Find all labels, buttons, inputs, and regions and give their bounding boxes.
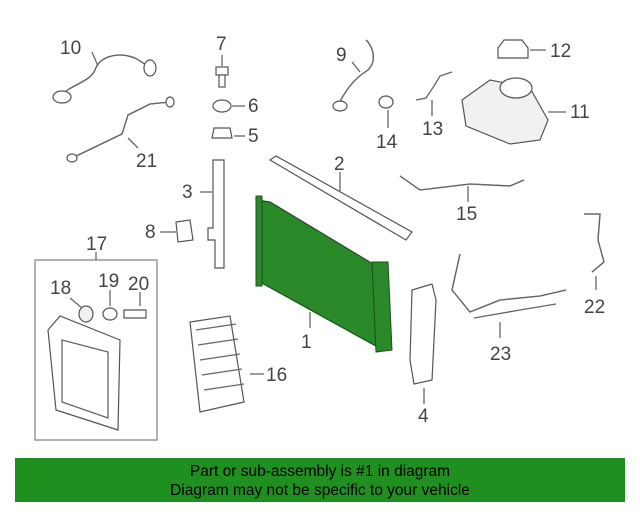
parts-diagram: 1 2 3 4 5 6 7 8 9 10 11 12 13 14 15 16 1…: [34, 34, 605, 441]
callout-7: 7: [216, 34, 227, 55]
hose-15: [399, 175, 525, 202]
hose-22: [584, 213, 605, 290]
radiator-highlighted: [255, 195, 393, 353]
seal-strip: [268, 155, 413, 241]
callout-12: 12: [550, 41, 571, 62]
callout-16: 16: [266, 365, 287, 386]
vent-hose: [415, 71, 453, 116]
banner-line-1: Part or sub-assembly is #1 in diagram: [189, 463, 451, 480]
group-box: [34, 252, 158, 441]
callout-22: 22: [584, 297, 605, 318]
side-bracket: [200, 159, 225, 269]
tank-cap: [497, 39, 546, 59]
callout-6: 6: [248, 96, 259, 117]
callout-5: 5: [248, 126, 259, 147]
callout-11: 11: [570, 102, 590, 123]
clip: [160, 219, 194, 243]
aux-radiator: [189, 315, 264, 413]
callout-19: 19: [98, 271, 119, 292]
callout-21: 21: [136, 151, 157, 172]
callout-13: 13: [422, 119, 443, 140]
callout-15: 15: [456, 204, 477, 225]
callout-14: 14: [376, 132, 398, 153]
callout-23: 23: [490, 344, 511, 365]
callout-10: 10: [60, 38, 81, 59]
callout-8: 8: [145, 222, 156, 243]
info-banner: Part or sub-assembly is #1 in diagram Di…: [15, 458, 625, 502]
callout-17: 17: [86, 234, 107, 255]
banner-line-2: Diagram may not be specific to your vehi…: [170, 482, 470, 499]
callout-2: 2: [334, 154, 345, 175]
air-duct: [409, 283, 437, 404]
callout-20: 20: [128, 274, 149, 295]
callout-4: 4: [418, 406, 429, 427]
callout-18: 18: [50, 278, 71, 299]
clamp: [378, 95, 394, 128]
hose-upper: [52, 51, 157, 104]
thermostat-hose: [332, 39, 374, 112]
callout-9: 9: [336, 45, 347, 66]
pipe-lower: [66, 96, 175, 163]
callout-1: 1: [301, 332, 312, 353]
hose-assembly: [451, 253, 567, 338]
expansion-tank: [461, 77, 566, 145]
bolt-clip: [211, 55, 245, 139]
callout-3: 3: [182, 182, 193, 203]
